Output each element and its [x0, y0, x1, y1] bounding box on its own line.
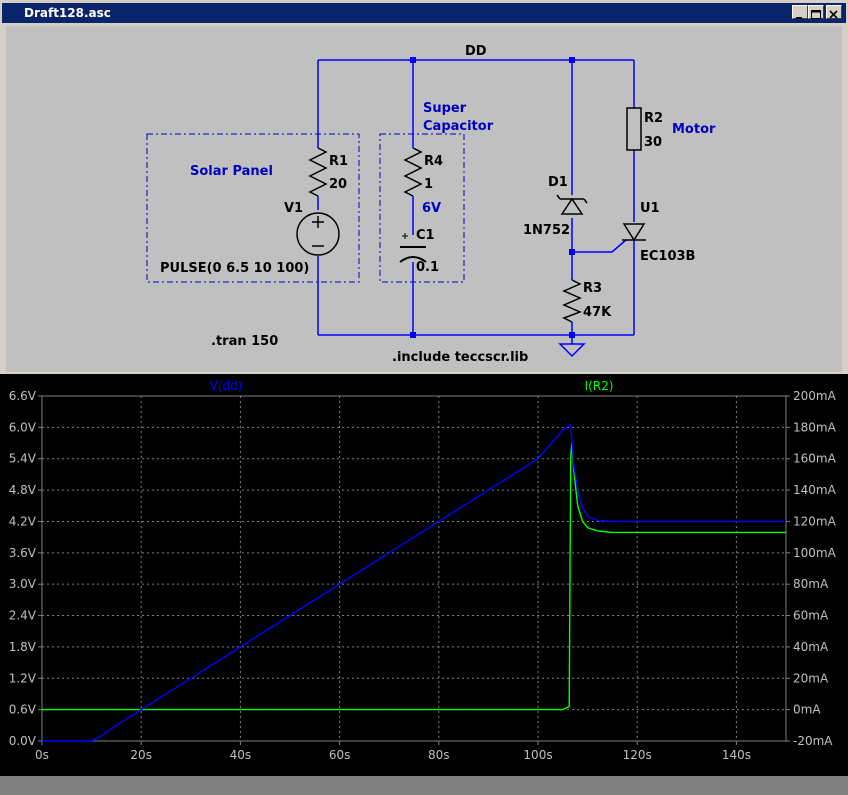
y-right-tick-label: 160mA	[793, 452, 837, 466]
x-tick-label: 140s	[722, 748, 751, 762]
motor-label: Motor	[672, 122, 716, 137]
supercap-box	[379, 133, 465, 283]
y-left-tick-label: 4.2V	[9, 514, 37, 528]
y-right-tick-label: 80mA	[793, 577, 829, 591]
r1-name: R1	[329, 154, 348, 169]
trace-vdd	[42, 423, 786, 742]
x-tick-label: 120s	[623, 748, 652, 762]
y-right-tick-label: 200mA	[793, 389, 837, 403]
title-bar[interactable]: Draft128.asc	[2, 3, 846, 23]
close-button[interactable]	[826, 5, 842, 19]
maximize-icon	[811, 10, 821, 19]
y-left-tick-label: 3.6V	[9, 546, 37, 560]
supercap-label-line1: Super	[423, 101, 467, 116]
plot-frame	[41, 395, 787, 742]
tick-labels: 0.0V -20mA 0.6V 0mA 1.2V 20mA 1.8V 40mA 2.4V 60mA…	[9, 389, 837, 762]
x-tick-label: 40s	[230, 748, 252, 762]
v1-symbol[interactable]	[296, 212, 340, 256]
r1-symbol[interactable]	[308, 147, 328, 197]
u1-name: U1	[640, 201, 660, 216]
include-directive[interactable]: .include teccscr.lib	[392, 350, 528, 365]
y-right-tick-label: 20mA	[793, 671, 829, 685]
x-tick-label: 80s	[428, 748, 450, 762]
solar-panel-box	[146, 133, 360, 283]
y-right-tick-label: 120mA	[793, 514, 837, 528]
waveform-chart[interactable]: 0.0V -20mA 0.6V 0mA 1.2V 20mA 1.8V 40mA 2.4V 60mA…	[0, 374, 848, 776]
r3-name: R3	[583, 281, 602, 296]
c1-name: C1	[416, 228, 435, 243]
schematic-canvas[interactable]: DD Solar Panel Super Capacitor Motor R1 …	[6, 26, 842, 372]
grid	[38, 395, 790, 745]
waveform-viewer[interactable]: 0.0V -20mA 0.6V 0mA 1.2V 20mA 1.8V 40mA 2.4V 60mA…	[0, 374, 848, 776]
r2-name: R2	[644, 111, 663, 126]
y-left-tick-label: 1.8V	[9, 640, 37, 654]
d1-name: D1	[548, 175, 568, 190]
y-right-tick-label: 60mA	[793, 609, 829, 623]
r2-symbol[interactable]	[626, 107, 642, 151]
y-left-tick-label: 6.6V	[9, 389, 37, 403]
v1-value: PULSE(0 6.5 10 100)	[160, 261, 309, 276]
y-right-tick-label: 140mA	[793, 483, 837, 497]
d1-value: 1N752	[523, 223, 570, 238]
y-right-tick-label: 0mA	[793, 703, 821, 717]
x-tick-label: 60s	[329, 748, 351, 762]
r4-value: 1	[424, 177, 433, 192]
y-left-tick-label: 4.8V	[9, 483, 37, 497]
y-left-tick-label: 0.0V	[9, 734, 37, 748]
minimize-button[interactable]	[792, 5, 808, 19]
solar-panel-label: Solar Panel	[190, 164, 273, 179]
x-tick-label: 100s	[523, 748, 552, 762]
traces	[42, 423, 786, 742]
minimize-icon	[796, 17, 802, 19]
ground-icon	[558, 343, 586, 358]
x-tick-label: 20s	[130, 748, 152, 762]
y-left-tick-label: 0.6V	[9, 703, 37, 717]
c1-value: 0.1	[416, 260, 439, 275]
r3-value: 47K	[583, 305, 612, 320]
v1-name: V1	[284, 201, 303, 216]
schematic-editor[interactable]: DD Solar Panel Super Capacitor Motor R1 …	[6, 26, 842, 372]
u1-symbol[interactable]	[622, 223, 646, 242]
x-tick-label: 0s	[35, 748, 49, 762]
r2-value: 30	[644, 135, 662, 150]
u1-value: EC103B	[640, 249, 695, 264]
y-right-tick-label: -20mA	[793, 734, 833, 748]
supercap-label-line2: Capacitor	[423, 119, 494, 134]
trace-label-ir2[interactable]: I(R2)	[585, 379, 614, 393]
y-left-tick-label: 2.4V	[9, 609, 37, 623]
close-icon	[829, 10, 838, 19]
d1-symbol[interactable]	[556, 194, 588, 215]
r4-name: R4	[424, 154, 443, 169]
r1-value: 20	[329, 177, 347, 192]
r4-symbol[interactable]	[403, 147, 423, 197]
y-left-tick-label: 3.0V	[9, 577, 37, 591]
trace-ir2	[42, 442, 786, 711]
cap-voltage-label: 6V	[422, 201, 441, 216]
y-right-tick-label: 40mA	[793, 640, 829, 654]
window-title: Draft128.asc	[24, 6, 111, 20]
net-label-dd: DD	[465, 44, 487, 59]
y-left-tick-label: 6.0V	[9, 420, 37, 434]
junction-dots	[410, 57, 575, 338]
y-right-tick-label: 100mA	[793, 546, 837, 560]
trace-label-vdd[interactable]: V(dd)	[210, 379, 243, 393]
c1-symbol[interactable]	[399, 233, 427, 263]
tran-directive[interactable]: .tran 150	[211, 334, 278, 349]
maximize-button[interactable]	[808, 5, 824, 19]
y-right-tick-label: 180mA	[793, 420, 837, 434]
app-window: Draft128.asc	[0, 0, 848, 776]
y-left-tick-label: 5.4V	[9, 452, 37, 466]
wires	[317, 59, 635, 344]
y-left-tick-label: 1.2V	[9, 671, 37, 685]
r3-symbol[interactable]	[562, 279, 582, 323]
